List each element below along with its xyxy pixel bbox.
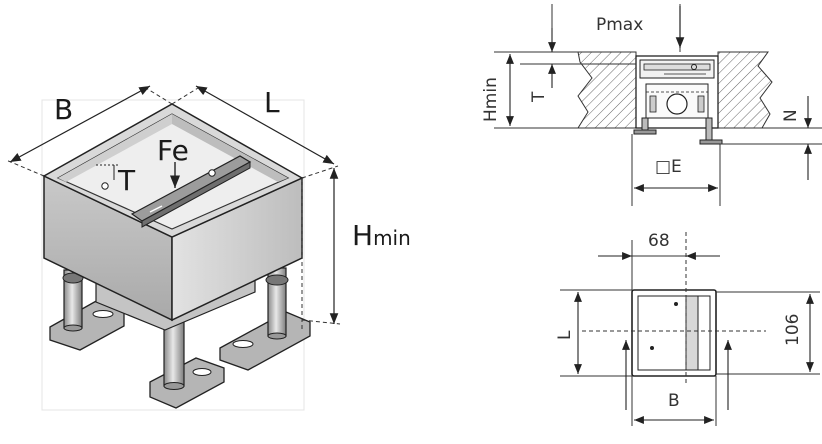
label-plan-l: L	[555, 330, 575, 340]
label-fe: Fe	[157, 134, 189, 167]
label-t: T	[117, 164, 136, 197]
label-pmax: Pmax	[596, 15, 643, 35]
screw-left	[101, 182, 109, 190]
foot-slot-left	[92, 310, 114, 318]
foot-slot-right	[232, 340, 254, 348]
label-section-n: N	[781, 109, 801, 122]
iso-frame	[41, 99, 305, 411]
section-view: Pmax Hmin T N □E	[481, 4, 822, 206]
label-l: L	[264, 86, 280, 119]
label-section-hmin: Hmin	[481, 77, 501, 122]
dim-line-l	[195, 85, 335, 165]
foot-plate-front	[149, 357, 225, 409]
foot-slot-front	[192, 368, 212, 376]
label-section-e: □E	[655, 157, 682, 177]
screw-right	[208, 169, 216, 177]
plan-divider	[685, 295, 699, 371]
label-section-t: T	[529, 91, 549, 103]
plan-view: 68 L 106 B	[555, 231, 820, 426]
floor-left	[577, 51, 637, 129]
label-106: 106	[783, 314, 803, 346]
dim-line-b	[9, 85, 151, 163]
floor-right	[717, 51, 773, 129]
isometric-view: B L Fe T Hmin	[5, 85, 411, 411]
plan-box	[631, 289, 717, 377]
label-68: 68	[648, 231, 670, 251]
label-plan-b: B	[668, 391, 680, 411]
section-conduit	[666, 93, 688, 115]
feet	[49, 299, 311, 409]
label-b: B	[54, 93, 73, 126]
foot-plate-right	[219, 311, 311, 371]
label-hmin: Hmin	[352, 219, 411, 252]
